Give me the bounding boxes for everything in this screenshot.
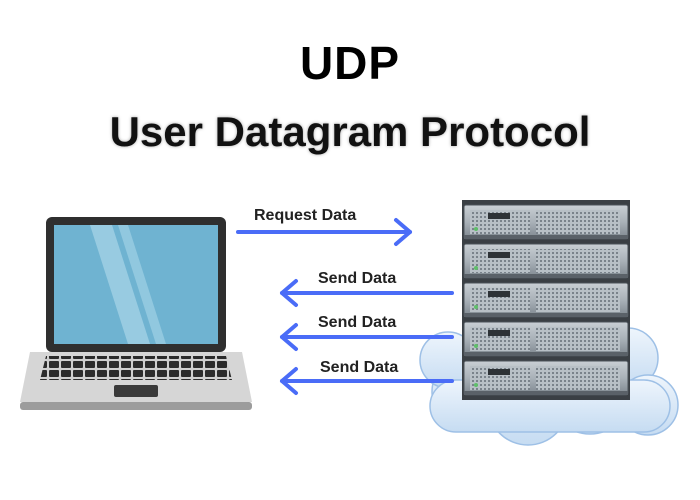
server-rack-icon [462,200,630,400]
arrow-label: Send Data [320,359,398,376]
server-unit [463,282,629,318]
data-arrow: Send Data [280,270,454,307]
laptop-icon [20,217,252,410]
data-arrow: Send Data [280,359,454,395]
laptop-keyboard [40,356,232,380]
server-unit [463,321,629,357]
diagram-subtitle: User Datagram Protocol [109,108,591,155]
server-unit [463,243,629,279]
data-arrow: Request Data [236,207,412,246]
data-arrow: Send Data [280,314,454,351]
arrow-label: Send Data [318,314,396,331]
laptop-trackpad [114,385,158,397]
diagram-title: UDP [299,37,401,89]
server-unit [463,360,629,396]
arrow-label: Request Data [254,207,356,224]
arrow-label: Send Data [318,270,396,287]
server-unit [463,204,629,240]
